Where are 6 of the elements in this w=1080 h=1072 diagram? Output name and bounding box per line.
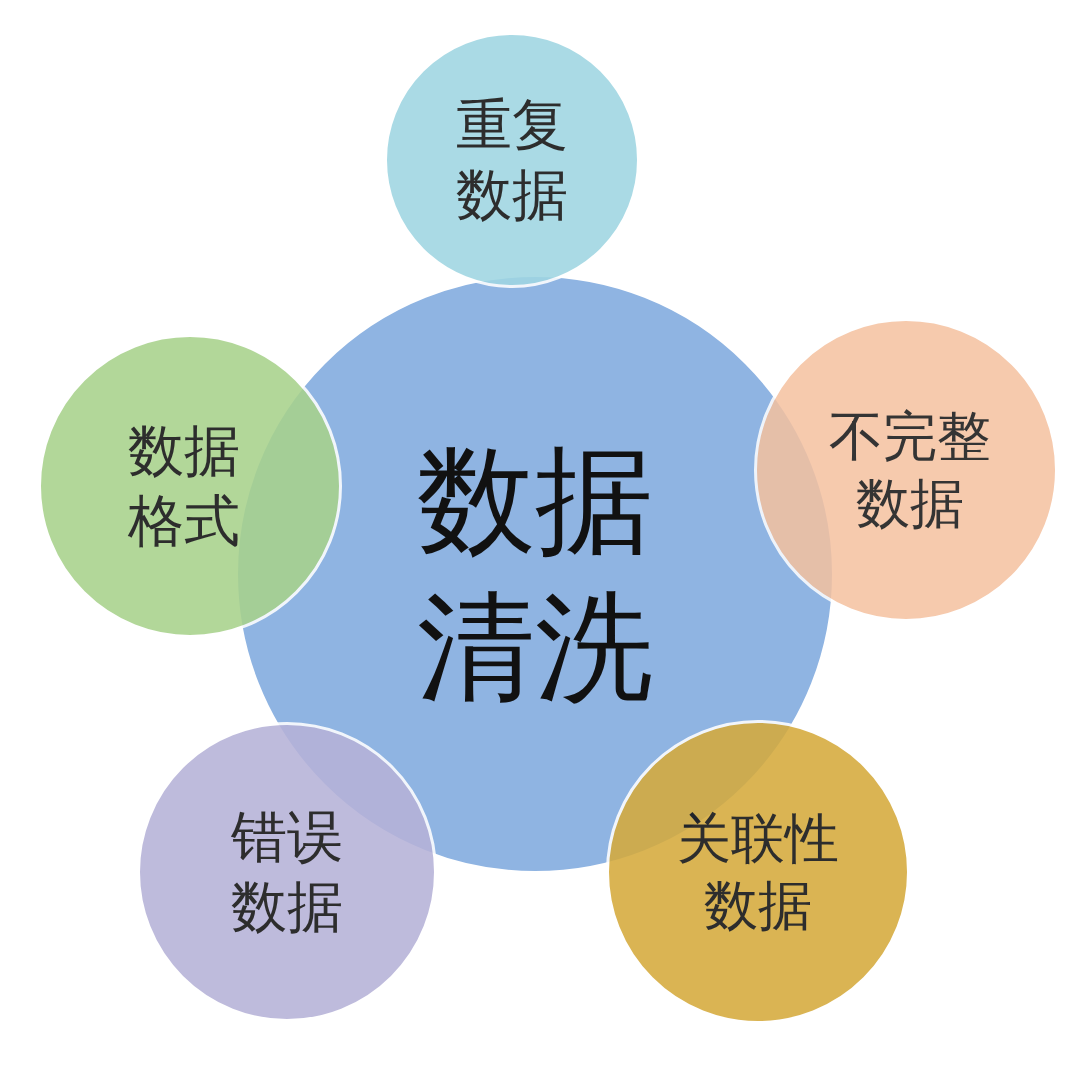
topic-label: 关联性数据 [677,805,839,939]
topic-label: 数据格式 [128,417,240,555]
topic-label: 重复数据 [456,91,568,229]
central-label: 数据清洗 [417,429,653,718]
topic-label: 错误数据 [231,803,343,941]
topic-label: 不完整数据 [829,403,991,537]
